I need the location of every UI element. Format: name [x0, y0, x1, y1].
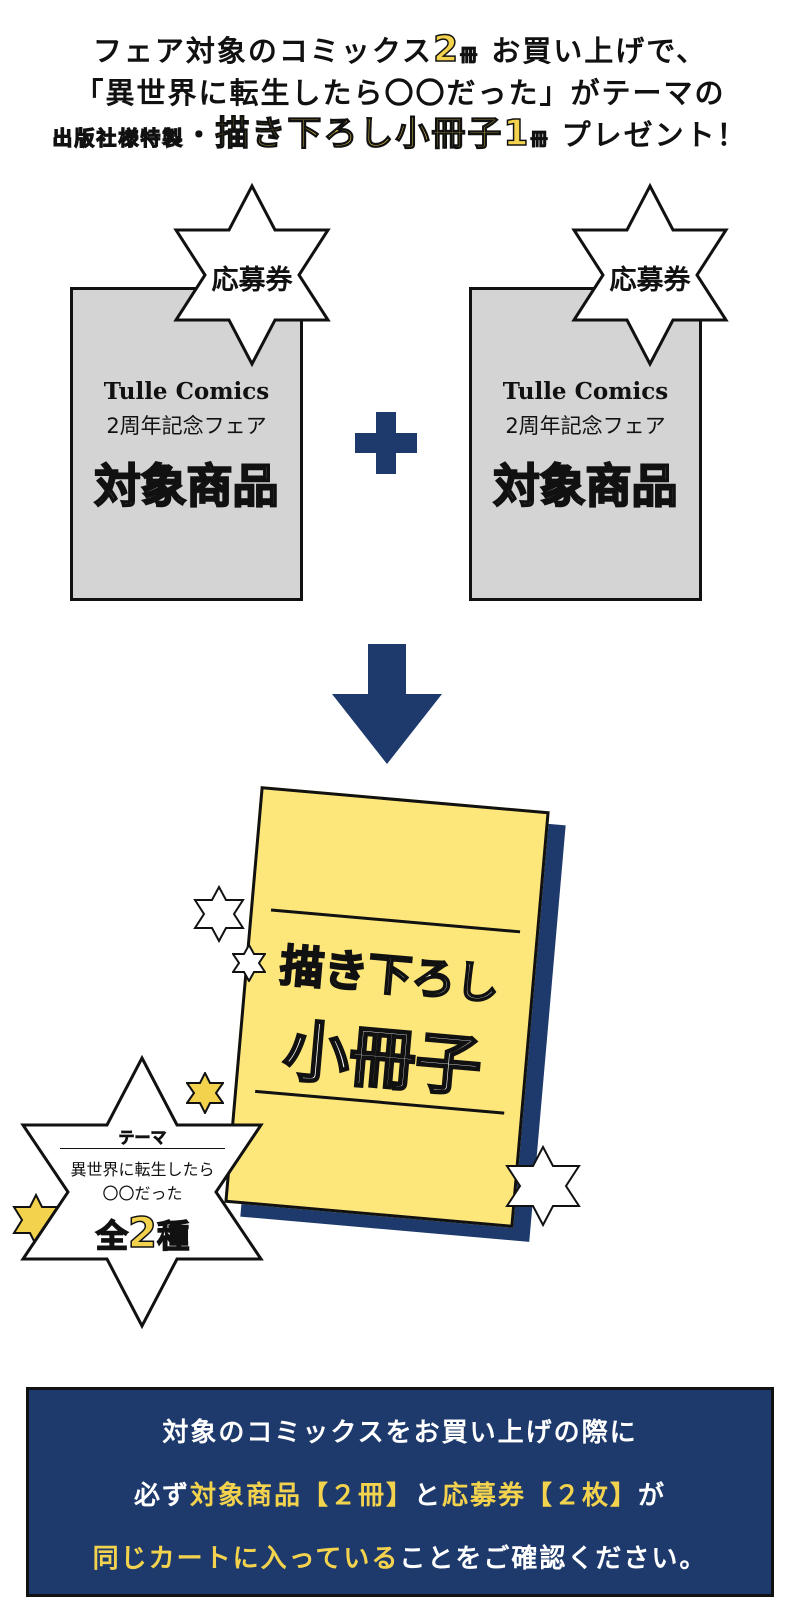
theme-badge-star-icon	[20, 1055, 264, 1329]
card-brand: Tulle Comics	[103, 378, 270, 405]
notice-highlight: 対象商品【２冊】	[189, 1481, 414, 1511]
headline-count: 2	[432, 28, 461, 71]
card-label: 対象商品	[94, 458, 280, 514]
card-brand: Tulle Comics	[502, 378, 669, 405]
headline-publisher: 出版社様特製	[52, 125, 185, 150]
sparkle-star-icon	[193, 885, 245, 943]
headline-line-1: フェア対象のコミックス2冊 お買い上げで、	[0, 28, 800, 71]
coupon-star-icon-2	[571, 182, 729, 368]
theme-heading: テーマ	[118, 1128, 167, 1148]
theme-count-pre: 全	[95, 1216, 129, 1256]
notice-box: 対象のコミックスをお買い上げの際に 必ず対象商品【２冊】と応募券【２枚】が 同じ…	[26, 1387, 774, 1597]
coupon-badge-label-2: 応募券	[609, 265, 691, 296]
coupon-star-icon-1	[173, 182, 331, 368]
sparkle-star-icon	[232, 944, 266, 982]
notice-text: と	[413, 1481, 442, 1511]
theme-text-2: 〇〇だった	[102, 1184, 183, 1203]
theme-count: 全2種	[20, 1207, 265, 1258]
notice-highlight: 応募券【２枚】	[442, 1481, 639, 1511]
theme-text-1: 異世界に転生したら	[70, 1160, 215, 1179]
plus-icon	[355, 412, 417, 474]
booklet-rule-top	[270, 908, 521, 934]
card-fair: 2周年記念フェア	[505, 414, 666, 438]
headline-text: お買い上げで、	[491, 34, 708, 68]
card-fair: 2周年記念フェア	[106, 414, 267, 438]
notice-line-3: 同じカートに入っていることをご確認ください。	[29, 1538, 771, 1575]
headline-present: プレゼント！	[561, 118, 748, 152]
card-label: 対象商品	[493, 458, 679, 514]
notice-text: が	[638, 1481, 667, 1511]
theme-count-post: 種	[156, 1216, 190, 1256]
notice-line-1: 対象のコミックスをお買い上げの際に	[162, 1418, 638, 1448]
headline-unit: 冊	[460, 45, 480, 66]
booklet-title-2: 小冊子	[279, 1011, 485, 1107]
notice-text: 必ず	[133, 1481, 190, 1511]
theme-count-num: 2	[127, 1207, 158, 1258]
coupon-badge-label-1: 応募券	[211, 265, 293, 296]
headline-text: フェア対象のコミックス	[92, 34, 434, 68]
headline-unit: 冊	[530, 129, 550, 150]
headline-count: 1	[503, 112, 531, 155]
notice-text: ことをご確認ください。	[399, 1544, 708, 1574]
headline-booklet: 描き下ろし小冊子	[215, 113, 504, 154]
sparkle-star-icon	[186, 1072, 224, 1114]
notice-line-2: 必ず対象商品【２冊】と応募券【２枚】が	[29, 1475, 771, 1512]
headline-dot: ・	[184, 118, 216, 152]
theme-divider	[60, 1148, 225, 1149]
arrow-down-icon	[332, 644, 442, 764]
notice-highlight: 同じカートに入っている	[92, 1544, 400, 1574]
headline-line-2: 「異世界に転生したら〇〇だった」がテーマの	[0, 70, 800, 112]
headline-line-3: 出版社様特製・描き下ろし小冊子1冊 プレゼント！	[0, 106, 800, 155]
sparkle-star-icon	[505, 1145, 581, 1227]
booklet-cover: 描き下ろし 小冊子	[224, 786, 550, 1228]
headline-theme: 「異世界に転生したら〇〇だった」がテーマの	[74, 76, 726, 110]
